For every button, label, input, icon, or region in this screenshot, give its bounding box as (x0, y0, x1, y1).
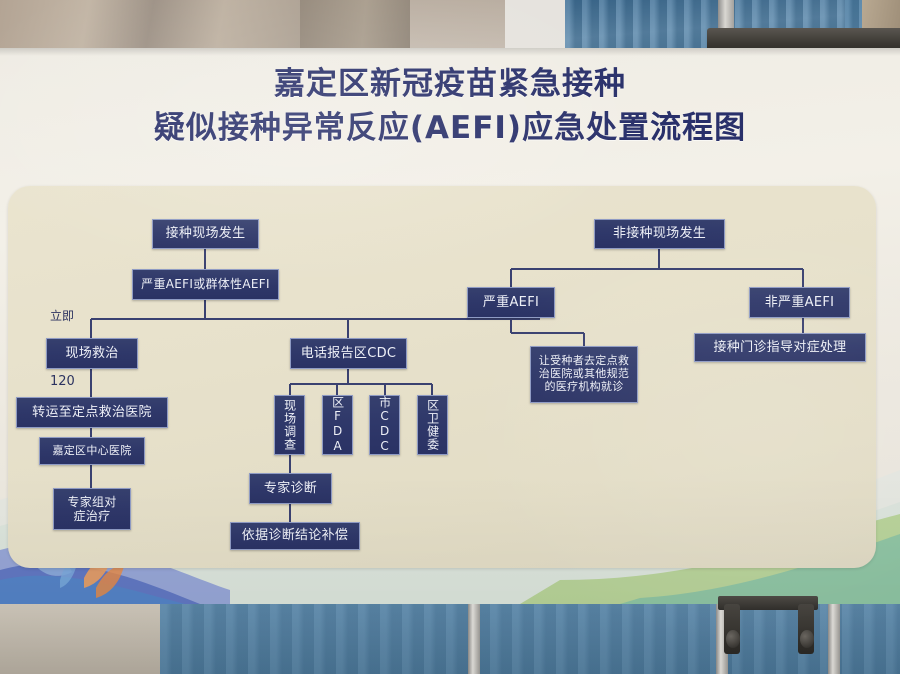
node-clinic-guidance-symptomatic[interactable]: 接种门诊指导对症处理 (694, 333, 866, 362)
node-district-health-commission[interactable]: 区卫健委 (417, 395, 448, 455)
node-jiading-central-hospital[interactable]: 嘉定区中心医院 (39, 437, 145, 465)
node-expert-diagnosis[interactable]: 专家诊断 (249, 473, 332, 504)
clip-knob-right (800, 630, 814, 648)
node-severe-or-cluster-aefi[interactable]: 严重AEFI或群体性AEFI (132, 269, 279, 300)
node-transfer-to-designated-hospital[interactable]: 转运至定点救治医院 (16, 397, 168, 428)
node-severe-aefi[interactable]: 严重AEFI (467, 287, 555, 318)
node-onsite-treatment[interactable]: 现场救治 (46, 338, 138, 369)
poster-title: 嘉定区新冠疫苗紧急接种 疑似接种异常反应(AEFI)应急处置流程图 (0, 62, 900, 150)
node-city-cdc[interactable]: 市CDC (369, 395, 400, 455)
node-phone-report-district-cdc[interactable]: 电话报告区CDC (290, 338, 407, 369)
poster-clip-bottom (718, 596, 818, 610)
node-compensation-per-diagnosis[interactable]: 依据诊断结论补偿 (230, 522, 360, 550)
node-non-severe-aefi[interactable]: 非严重AEFI (749, 287, 850, 318)
node-non-vaccination-site-event[interactable]: 非接种现场发生 (594, 219, 725, 249)
floor-left-panel (0, 604, 160, 674)
title-line-1: 嘉定区新冠疫苗紧急接种 (274, 66, 626, 102)
floor-blue-panel (160, 604, 900, 674)
poster-board-top-shadow (0, 48, 900, 56)
node-district-fda[interactable]: 区FDA (322, 395, 353, 455)
stand-pole-far-right (828, 604, 840, 674)
flowchart-canvas: 接种现场发生 严重AEFI或群体性AEFI 立即 现场救治 120 转运至定点救… (8, 186, 876, 568)
edge-label-120: 120 (50, 374, 75, 389)
node-expert-group-symptomatic-treatment[interactable]: 专家组对 症治疗 (53, 488, 131, 530)
node-onsite-investigation[interactable]: 现场调查 (274, 395, 305, 455)
node-vaccination-site-event[interactable]: 接种现场发生 (152, 219, 259, 249)
stand-pole-left (468, 604, 480, 674)
node-refer-patient-to-hospital[interactable]: 让受种者去定点救 治医院或其他规范 的医疗机构就诊 (530, 346, 638, 403)
clip-knob-left (726, 630, 740, 648)
edge-label-immediate: 立即 (50, 309, 75, 323)
flowchart-card: 接种现场发生 严重AEFI或群体性AEFI 立即 现场救治 120 转运至定点救… (8, 186, 876, 568)
title-line-2: 疑似接种异常反应(AEFI)应急处置流程图 (153, 110, 747, 146)
flowchart-connectors (90, 249, 804, 522)
